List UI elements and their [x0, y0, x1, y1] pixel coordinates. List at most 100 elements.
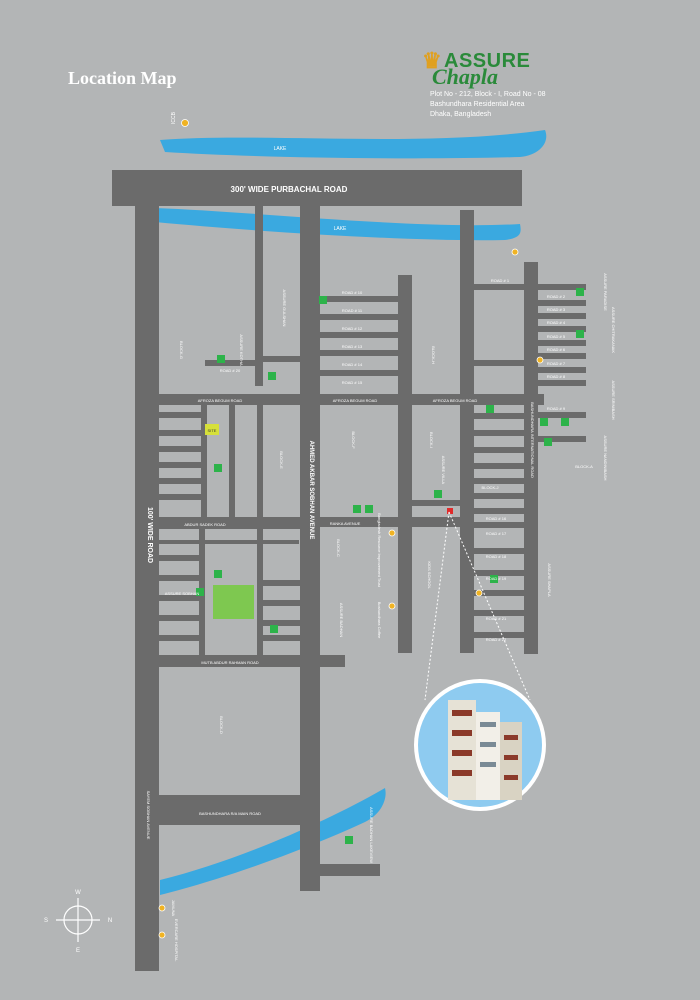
map-shape — [480, 722, 496, 767]
map-shape — [159, 462, 201, 468]
map-shape — [424, 511, 450, 701]
bashundhara-main-road — [159, 795, 304, 825]
map-shape — [263, 620, 300, 626]
map-shape — [112, 170, 132, 206]
label-evercare: EVERCARE HOSPITAL — [174, 919, 179, 962]
map-shape — [159, 540, 299, 544]
poi-marker — [511, 248, 519, 256]
page-title: Location Map — [68, 68, 177, 88]
poi-marker — [475, 589, 483, 597]
map-shape — [452, 730, 472, 736]
label-road-11: ROAD # 11 — [342, 308, 363, 313]
map-shape — [474, 590, 524, 596]
map-shape — [452, 710, 518, 780]
map-shape — [474, 610, 524, 616]
building-photo — [414, 679, 546, 811]
project-marker — [486, 405, 494, 413]
lake-middle — [155, 208, 521, 241]
address-line-1: Plot No - 212, Block - I, Road No - 08 — [430, 91, 546, 98]
project-marker — [345, 836, 353, 844]
label-road-17: ROAD # 17 — [486, 531, 507, 536]
project-marker — [217, 355, 225, 363]
label-block-c: BLOCK-C — [336, 539, 341, 557]
map-shape — [255, 206, 263, 386]
map-shape — [320, 296, 398, 302]
label-assure-srinibash: ASSURE SRINIBASH — [611, 380, 616, 419]
map-shape — [538, 412, 586, 418]
label-ahmed-akbar: AHMED AKBAR SOBHAN AVENUE — [308, 441, 314, 540]
site-marker — [447, 508, 453, 514]
logo-name: Chapla — [432, 64, 499, 89]
label-abdur-sadek: ABDUR SADEK ROAD — [184, 522, 225, 527]
label-road-21: ROAD # 21 — [486, 616, 507, 621]
poi-marker — [158, 904, 166, 912]
lake-top — [160, 130, 547, 159]
map-shape — [159, 494, 201, 500]
label-assure-badhan: ASSURE BADHAN — [339, 603, 344, 637]
map-shape — [474, 570, 524, 576]
map-shape — [538, 353, 586, 359]
map-shape — [474, 548, 524, 554]
label-road-7: ROAD # 7 — [547, 361, 566, 366]
project-marker — [196, 588, 204, 596]
map-shape — [257, 529, 263, 655]
project-marker — [270, 625, 278, 633]
map-shape — [320, 864, 380, 876]
map-shape — [159, 575, 199, 581]
label-assure-nandinibash: ASSURE NANDINIBASH — [603, 436, 608, 481]
afroza-begum-road — [159, 394, 544, 405]
map-shape — [474, 430, 524, 436]
label-wide-road: 100' WIDE ROAD — [146, 507, 153, 563]
logo-word: ASSURE — [444, 50, 531, 72]
label-road-10: ROAD # 10 — [342, 290, 363, 295]
poi-marker — [388, 529, 396, 537]
project-marker — [353, 505, 361, 513]
project-marker — [540, 418, 548, 426]
project-marker — [544, 438, 552, 446]
label-mutb-abdur: MUTB ABDUR RAHMAN ROAD — [201, 660, 258, 665]
map-shape — [159, 412, 201, 418]
map-shape — [159, 615, 199, 621]
map-shape — [538, 284, 586, 290]
map-shape — [398, 275, 412, 653]
label-block-a: BLOCK-A — [575, 464, 593, 469]
map-shape — [263, 635, 300, 641]
label-assure-chitrakanak: ASSURE CHITRAKANAK — [611, 307, 616, 353]
label-afroza-3: AFROZA BEGUM ROAD — [433, 398, 478, 403]
compass-s: S — [44, 918, 48, 924]
label-road-4: ROAD # 4 — [547, 320, 566, 325]
label-road-19: ROAD # 19 — [486, 576, 507, 581]
project-marker — [576, 330, 584, 338]
compass-e: E — [76, 948, 80, 954]
project-marker — [214, 570, 222, 578]
poi-marker — [388, 602, 396, 610]
map-shape — [538, 300, 586, 306]
map-shape — [263, 356, 303, 362]
label-road-9: ROAD # 9 — [547, 406, 566, 411]
map-shape — [538, 326, 586, 332]
poi-marker — [536, 356, 544, 364]
lake-bottom — [160, 788, 386, 895]
map-shape — [538, 436, 586, 442]
map-shape: 300' WIDE PURBACHAL ROAD LAKE LAKE 100' … — [44, 111, 616, 962]
map-shape — [320, 314, 398, 320]
label-bashundhara-int: BASHUNDHARA INTERNATIONAL ROAD — [530, 402, 535, 478]
label-ranka-avenue: RANKA AVENUE — [330, 521, 361, 526]
map-shape — [524, 262, 538, 654]
project-marker — [365, 505, 373, 513]
label-road-18: ROAD # 18 — [486, 554, 507, 559]
label-road-16: ROAD # 16 — [486, 516, 507, 521]
map-shape — [201, 405, 207, 517]
project-marker — [434, 490, 442, 498]
label-road-8: ROAD # 8 — [547, 374, 566, 379]
label-block-i: BLOCK-I — [429, 432, 434, 448]
label-sayem-sobhan: SAYEM SOBHAN AVENUE — [146, 791, 151, 840]
label-block-j: BLOCK-J — [482, 485, 499, 490]
map-shape — [320, 370, 398, 376]
compass-n: N — [108, 918, 112, 924]
label-block-e: BLOCK-E — [279, 451, 284, 469]
label-road-15: ROAD # 15 — [342, 380, 363, 385]
label-road-5: ROAD # 5 — [547, 334, 566, 339]
label-boshundhara-coffee: Boshundhara Coffee — [377, 602, 382, 639]
label-lake-mid: LAKE — [334, 226, 347, 232]
